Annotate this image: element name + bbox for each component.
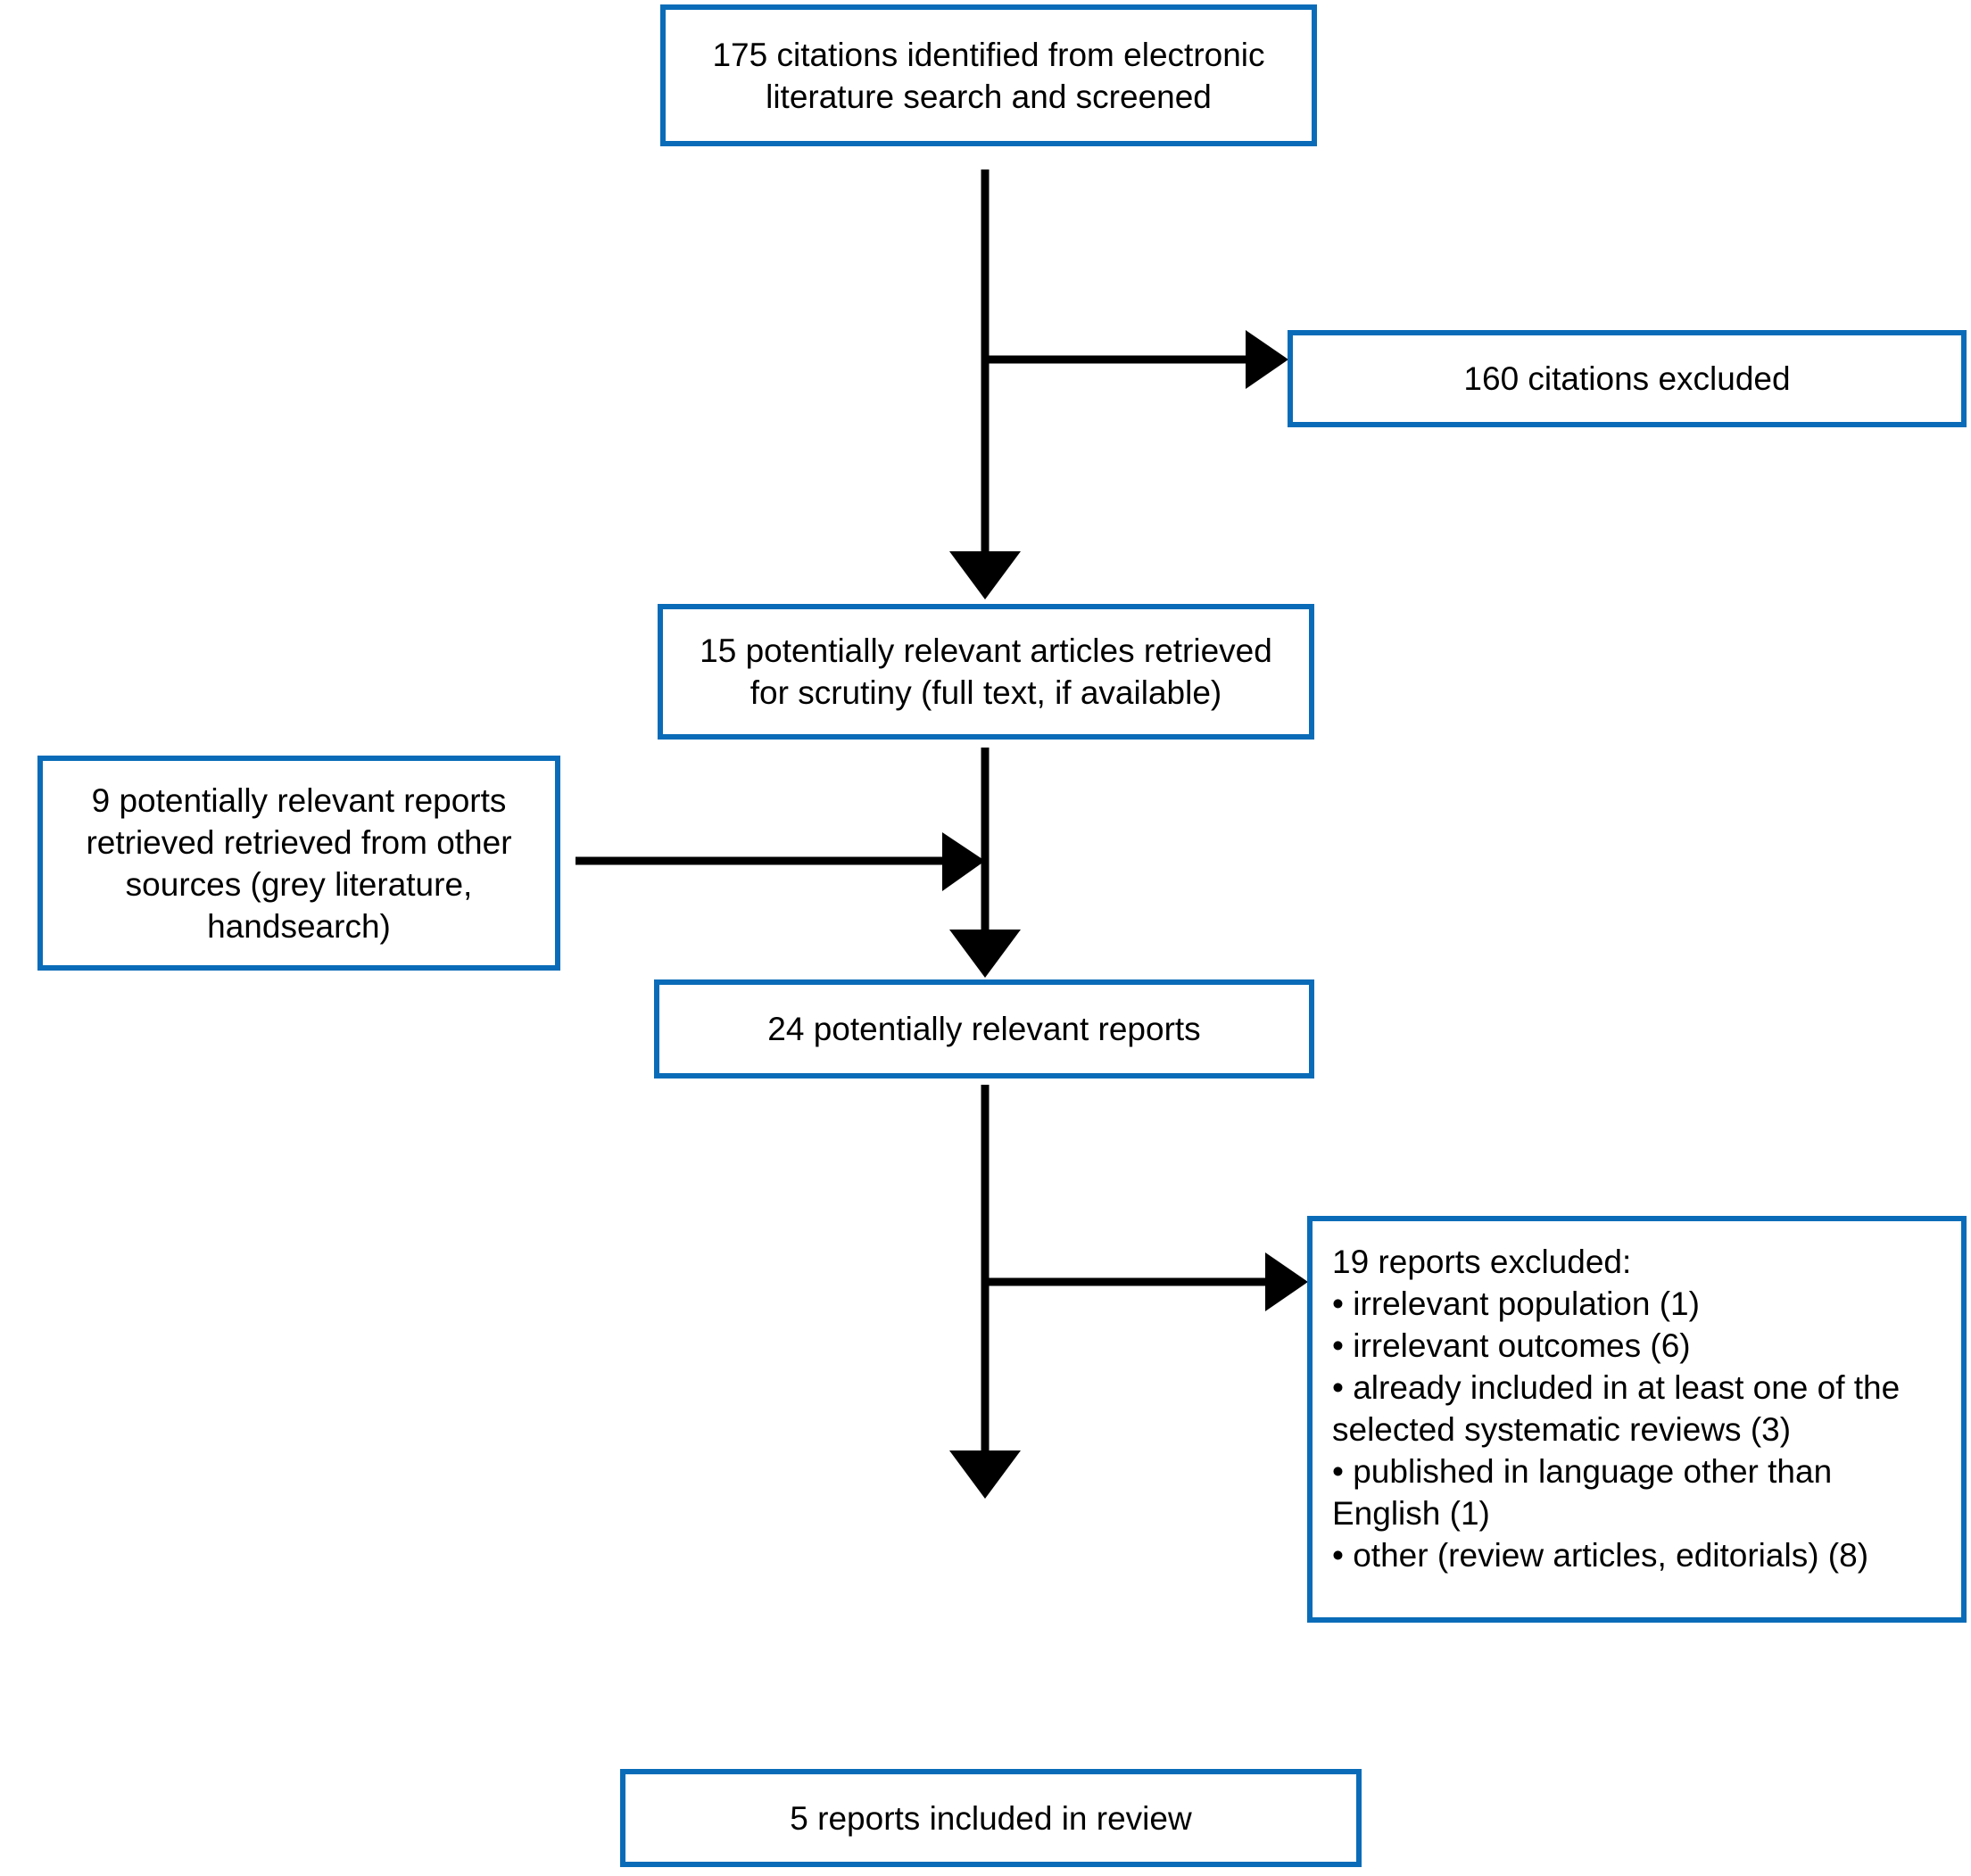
node-other-sources-label: 9 potentially relevant reports retrieved… — [86, 781, 512, 945]
connector-relevant-to-reports-excluded — [985, 1252, 1308, 1311]
node-relevant-reports[interactable]: 24 potentially relevant reports — [654, 979, 1314, 1078]
node-retrieved-fulltext-label: 15 potentially relevant articles retriev… — [700, 632, 1272, 711]
connector-other-sources-to-trunk — [576, 832, 985, 891]
node-reports-excluded-label: 19 reports excluded: • irrelevant popula… — [1332, 1244, 1901, 1574]
node-citations-excluded[interactable]: 160 citations excluded — [1288, 330, 1967, 427]
node-relevant-reports-label: 24 potentially relevant reports — [767, 1011, 1201, 1047]
node-other-sources[interactable]: 9 potentially relevant reports retrieved… — [37, 756, 560, 971]
node-identified[interactable]: 175 citations identified from electronic… — [660, 4, 1317, 146]
node-reports-excluded[interactable]: 19 reports excluded: • irrelevant popula… — [1307, 1216, 1967, 1623]
connector-identified-to-citations-excluded — [985, 330, 1288, 389]
node-included[interactable]: 5 reports included in review — [620, 1769, 1362, 1867]
connector-relevant-to-included — [949, 1085, 1021, 1499]
connector-identified-to-retrieved — [949, 169, 1021, 599]
node-identified-label: 175 citations identified from electronic… — [712, 36, 1265, 115]
connector-retrieved-to-relevant — [949, 748, 1021, 978]
node-included-label: 5 reports included in review — [790, 1799, 1192, 1837]
node-retrieved-fulltext[interactable]: 15 potentially relevant articles retriev… — [658, 604, 1314, 740]
node-citations-excluded-label: 160 citations excluded — [1463, 360, 1791, 397]
